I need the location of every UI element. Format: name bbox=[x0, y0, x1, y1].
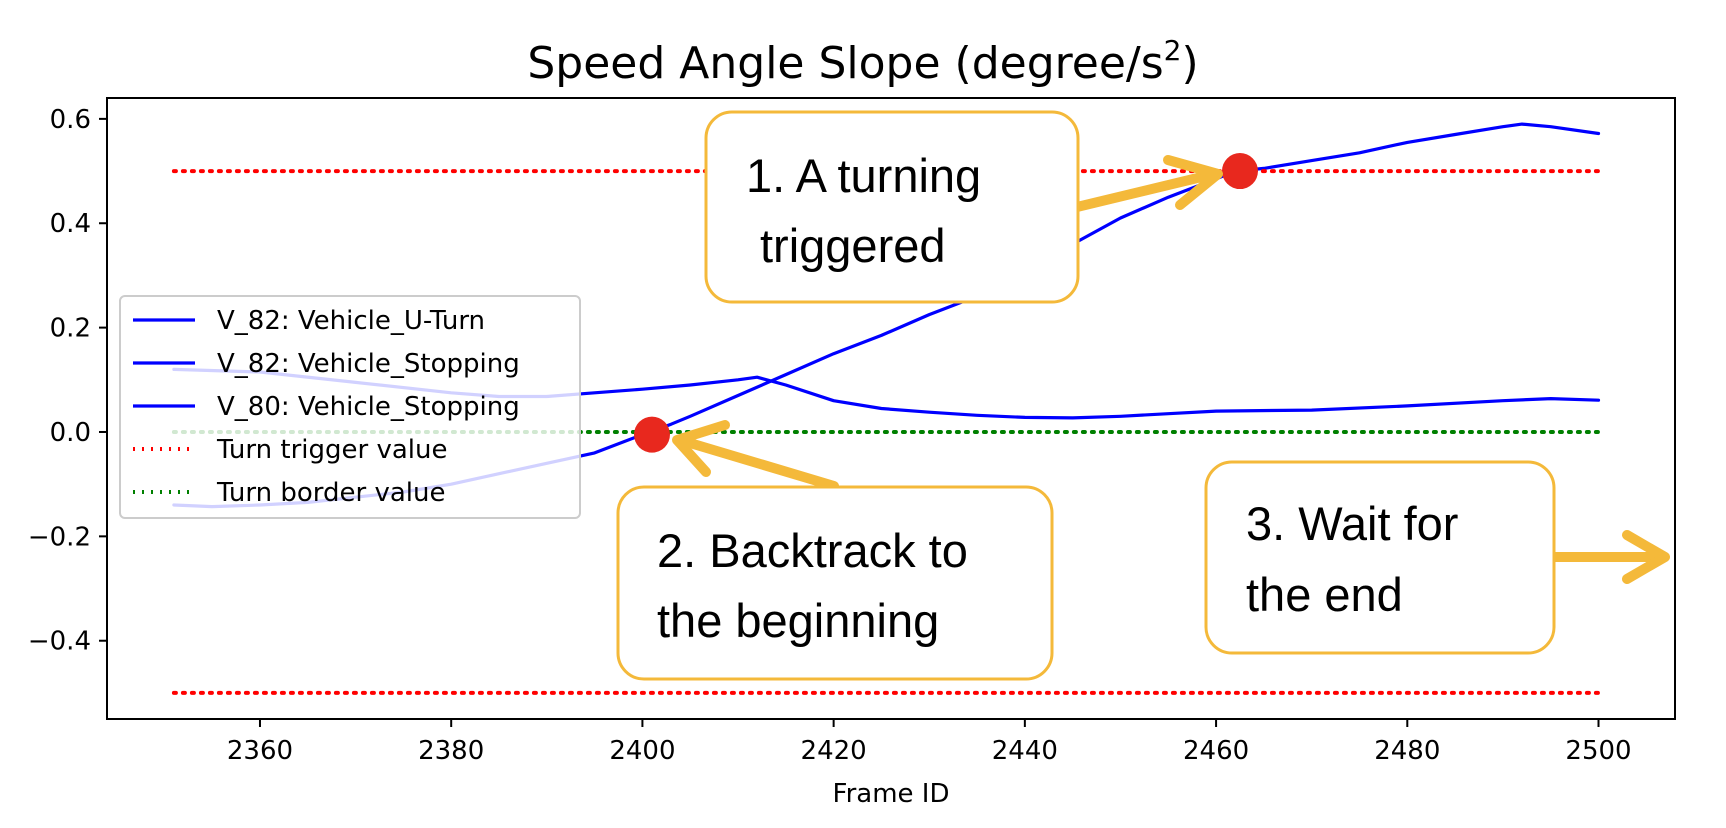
marker-1 bbox=[633, 416, 670, 453]
y-tick-label: 0.2 bbox=[50, 314, 91, 344]
annotation-2: 2. Backtrack to the beginning bbox=[616, 485, 1054, 681]
x-tick-label: 2500 bbox=[1565, 736, 1631, 766]
annotation-1-box bbox=[704, 110, 1080, 304]
annotation-1-line-2: triggered bbox=[760, 219, 946, 272]
arrow-3-head bbox=[1622, 530, 1670, 584]
annotation-2-box bbox=[616, 485, 1054, 681]
axis-ticks: 2360 2380 2400 2420 2440 2460 2480 2500 0.6 0.4 0.… bbox=[28, 105, 1632, 766]
annotation-1-line-1: 1. A turning bbox=[746, 149, 981, 202]
chart-title: Speed Angle Slope (degree/s2) bbox=[527, 34, 1198, 89]
x-tick-label: 2460 bbox=[1183, 736, 1249, 766]
annotation-2-line-2: the beginning bbox=[657, 594, 939, 647]
legend-label: V_82: Vehicle_Stopping bbox=[217, 349, 520, 379]
legend-box bbox=[119, 295, 581, 519]
legend-label: Turn border value bbox=[216, 478, 446, 508]
legend-label: Turn trigger value bbox=[216, 435, 447, 465]
x-tick-label: 2360 bbox=[227, 736, 293, 766]
annotation-1: 1. A turning triggered bbox=[704, 110, 1080, 304]
x-tick-label: 2400 bbox=[609, 736, 675, 766]
x-tick-label: 2420 bbox=[801, 736, 867, 766]
legend-label: V_80: Vehicle_Stopping bbox=[217, 392, 520, 422]
x-tick-label: 2380 bbox=[418, 736, 484, 766]
annotation-3-line-2: the end bbox=[1246, 568, 1403, 621]
annotation-arrows bbox=[672, 155, 1670, 584]
x-tick-label: 2440 bbox=[992, 736, 1058, 766]
arrow-1-shaft bbox=[1072, 169, 1219, 212]
marker-2 bbox=[1221, 153, 1258, 190]
x-tick-label: 2480 bbox=[1374, 736, 1440, 766]
annotation-3-box bbox=[1204, 460, 1556, 655]
y-tick-label: −0.2 bbox=[28, 522, 91, 552]
y-tick-label: 0.6 bbox=[50, 105, 91, 135]
arrow-1-head bbox=[1163, 155, 1223, 210]
annotation-3-line-1: 3. Wait for bbox=[1246, 497, 1458, 550]
y-tick-label: −0.4 bbox=[28, 627, 91, 657]
y-tick-label: 0.4 bbox=[50, 209, 91, 239]
annotation-3: 3. Wait for the end bbox=[1204, 460, 1556, 655]
y-tick-label: 0.0 bbox=[50, 418, 91, 448]
arrow-2-head bbox=[672, 420, 730, 477]
x-axis-label: Frame ID bbox=[833, 779, 950, 809]
arrow-2-shaft bbox=[675, 435, 839, 491]
annotation-2-line-1: 2. Backtrack to bbox=[657, 524, 968, 577]
legend-label: V_82: Vehicle_U-Turn bbox=[217, 306, 485, 336]
marker-layer bbox=[633, 153, 1258, 453]
